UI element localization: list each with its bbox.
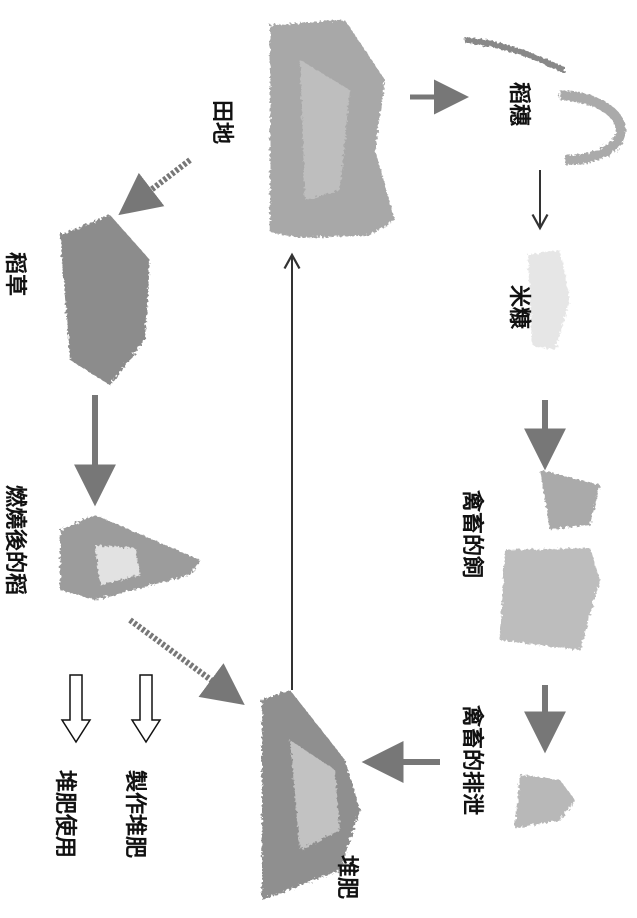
- label-rice-bran: 米糠: [506, 285, 532, 329]
- hollow-arrow-use-compost: [62, 675, 90, 742]
- field-picture: [270, 20, 395, 238]
- label-make-compost: 製作堆肥: [122, 769, 148, 858]
- label-feed: 禽畜的飼: [459, 489, 485, 578]
- rice-ear-picture: [465, 40, 621, 160]
- rice-bran-picture: [528, 250, 570, 350]
- feed-picture: [500, 470, 600, 650]
- label-field: 田地: [209, 100, 234, 144]
- burned-straw-picture: [60, 515, 200, 600]
- label-compost: 堆肥: [334, 855, 359, 899]
- label-use-compost: 堆肥使用: [52, 770, 77, 858]
- label-excrement: 禽畜的排泄: [459, 704, 485, 815]
- arrow-field-to-straw: [125, 160, 190, 210]
- label-rice-ear: 稻穗: [506, 82, 532, 126]
- label-straw: 稻草: [2, 252, 28, 296]
- hollow-arrow-make-compost: [132, 675, 160, 742]
- straw-picture: [60, 215, 150, 385]
- label-burned-straw: 燃燒後的稻: [2, 485, 28, 595]
- excrement-picture: [515, 775, 575, 828]
